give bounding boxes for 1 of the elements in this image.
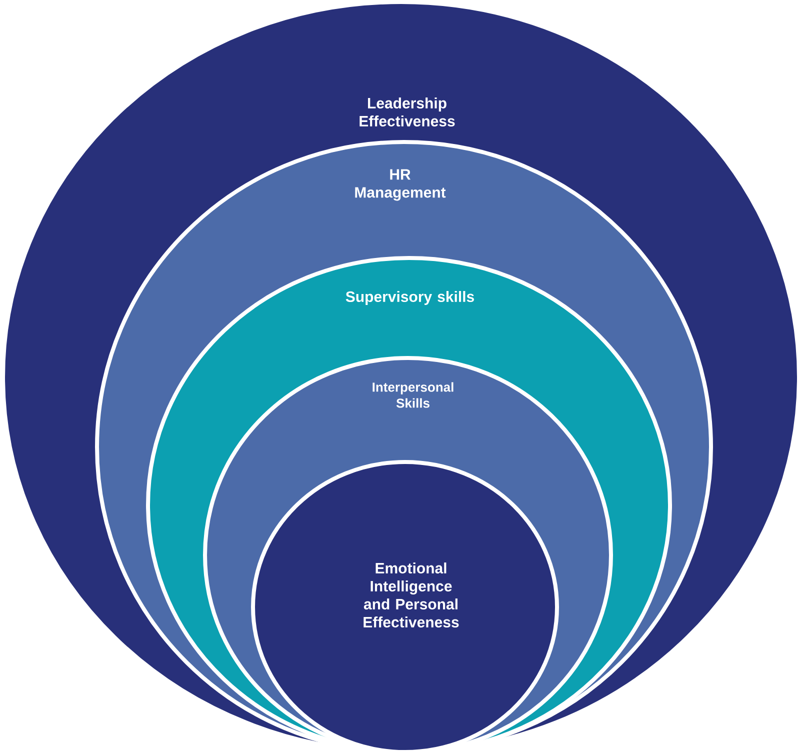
circle-band: Emotional Intelligence and Personal Effectiveness <box>251 460 559 754</box>
